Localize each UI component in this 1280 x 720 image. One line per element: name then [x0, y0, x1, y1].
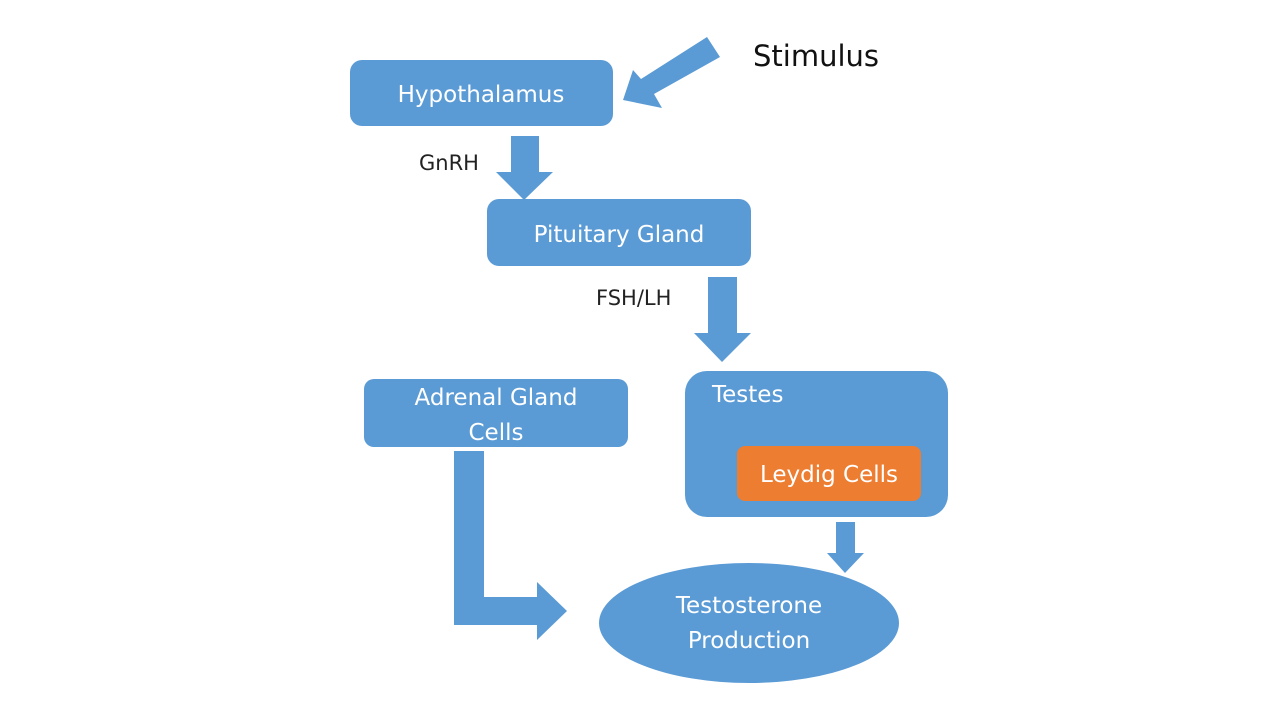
- gnrh-label: GnRH: [419, 151, 479, 175]
- adrenal-label-line2: Cells: [469, 420, 524, 446]
- pituitary-label: Pituitary Gland: [534, 222, 705, 248]
- adrenal-label-line1: Adrenal Gland: [415, 385, 578, 411]
- testosterone-label-line2: Production: [688, 628, 810, 654]
- testes-label: Testes: [711, 382, 783, 408]
- fsh-lh-arrow: [694, 277, 751, 362]
- stimulus-arrow: [623, 37, 720, 108]
- adrenal-node: [364, 379, 628, 447]
- leydig-node: [737, 446, 921, 501]
- testosterone-label-line1: Testosterone: [675, 593, 822, 619]
- pituitary-node: [487, 199, 751, 266]
- stimulus-label: Stimulus: [753, 39, 879, 73]
- leydig-label: Leydig Cells: [760, 462, 898, 488]
- hypothalamus-node: [350, 60, 613, 126]
- fsh-lh-label: FSH/LH: [596, 286, 671, 310]
- testosterone-node: [599, 563, 899, 683]
- gnrh-arrow: [496, 136, 553, 200]
- adrenal-bent-arrow: [454, 451, 567, 640]
- leydig-arrow: [827, 522, 864, 573]
- hypothalamus-label: Hypothalamus: [398, 82, 565, 108]
